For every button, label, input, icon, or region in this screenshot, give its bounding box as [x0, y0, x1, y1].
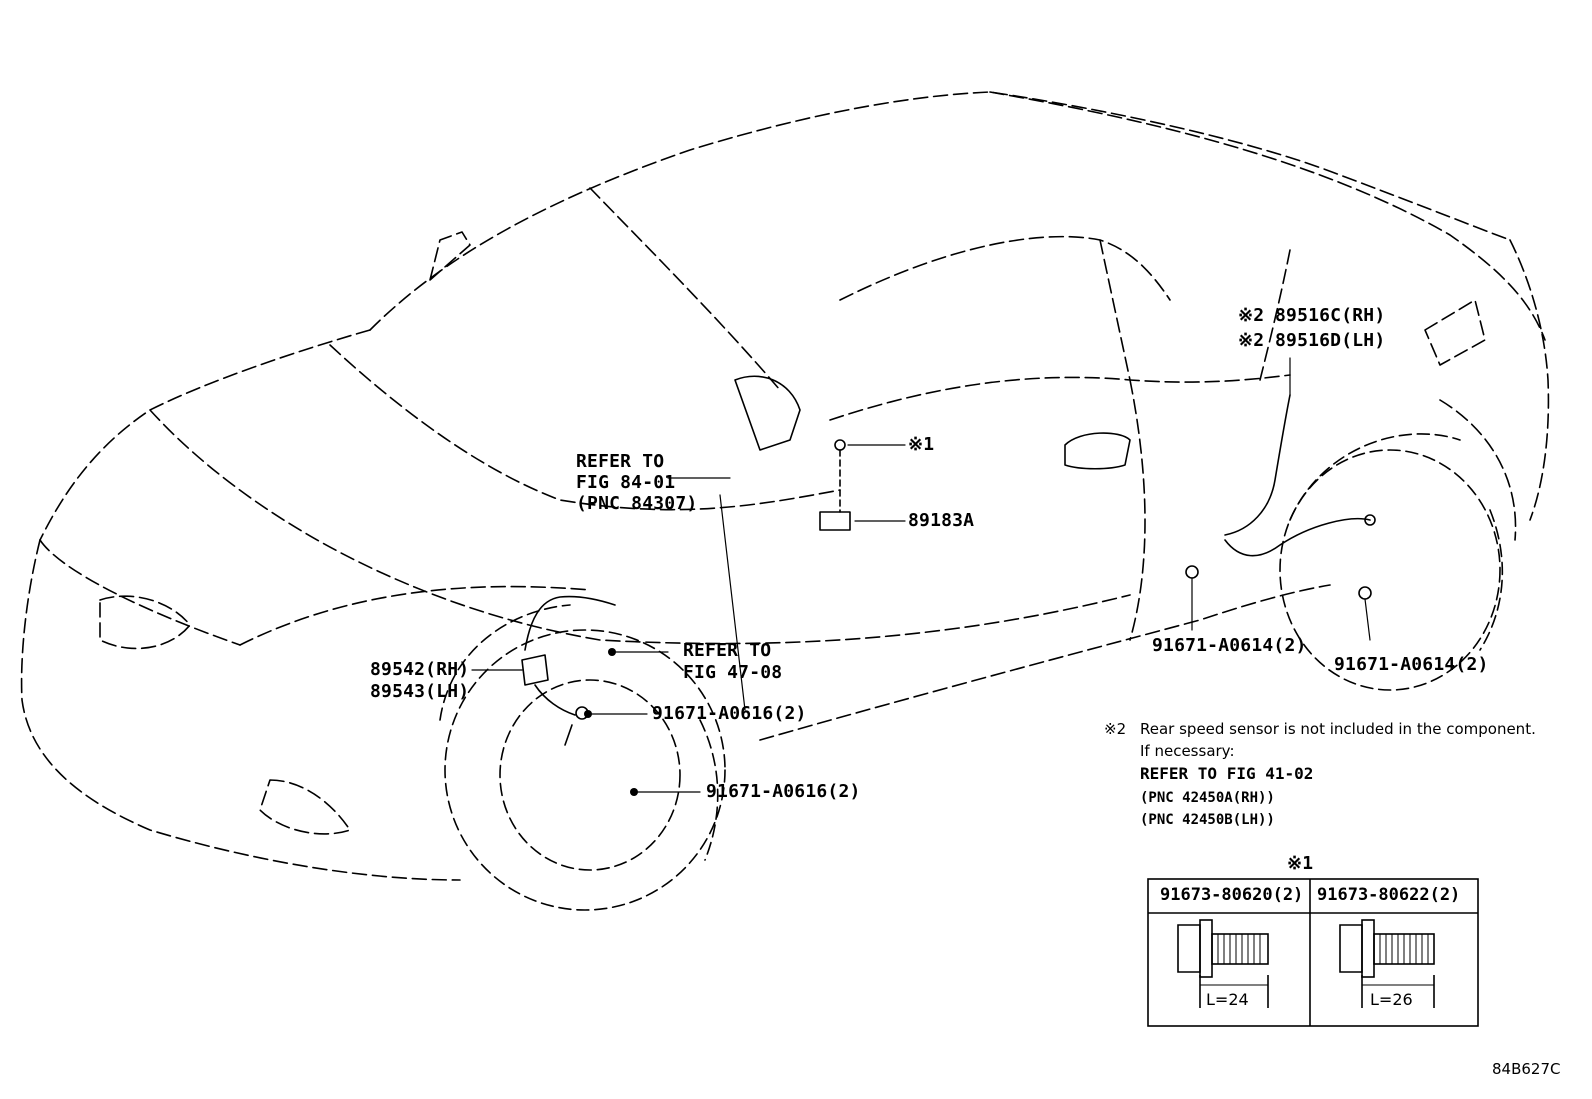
bolt-drawing-1: [1177, 919, 1269, 1008]
rear-sensor-harness: [1185, 394, 1376, 600]
note-line3: REFER TO FIG 41-02: [1140, 764, 1314, 783]
note-mark: ※2: [1104, 720, 1127, 738]
table-length-1: L=24: [1206, 990, 1249, 1009]
part-89183a: 89183A: [908, 510, 975, 531]
rear-wheel: [1279, 433, 1504, 691]
part-89516c: 89516C(RH): [1275, 305, 1386, 326]
bolt-a0616-lower: 91671-A0616(2): [706, 781, 861, 802]
leader-lines: [471, 357, 1371, 793]
front-wheel: [439, 604, 726, 911]
front-speed-sensor: [521, 595, 616, 746]
table-part-1: 91673-80620(2): [1160, 885, 1304, 905]
refer-fig84-line3: (PNC 84307): [576, 493, 698, 514]
bolts: [584, 648, 638, 796]
door-details: [734, 375, 1131, 470]
mark-2-callout-b: ※2: [1238, 330, 1265, 351]
ecu-bracket: [819, 439, 851, 531]
bolt-drawing-2: [1339, 919, 1435, 1008]
bolt-table: [1147, 878, 1479, 1027]
illustration-code: 84B627C: [1492, 1060, 1561, 1078]
note-line2: If necessary:: [1140, 742, 1235, 760]
part-89516d: 89516D(LH): [1275, 330, 1386, 351]
bolt-a0616-upper: 91671-A0616(2): [652, 703, 807, 724]
table-part-2: 91673-80622(2): [1317, 885, 1461, 905]
bolt-a0614-right: 91671-A0614(2): [1334, 654, 1489, 675]
mark-2-callout-a: ※2: [1238, 305, 1265, 326]
table-mark: ※1: [1287, 853, 1314, 874]
refer-fig84-line2: FIG 84-01: [576, 472, 676, 493]
note-line5: (PNC 42450B(LH)): [1140, 812, 1275, 828]
bolt-a0614-left: 91671-A0614(2): [1152, 635, 1307, 656]
mark-1-callout: ※1: [908, 434, 935, 455]
refer-fig47-line2: FIG 47-08: [683, 662, 783, 683]
refer-fig47-line1: REFER TO: [683, 640, 772, 661]
part-89542: 89542(RH): [370, 659, 470, 680]
table-length-2: L=26: [1370, 990, 1413, 1009]
car-body-outline: [20, 91, 1550, 881]
note-line1: Rear speed sensor is not included in the…: [1140, 720, 1536, 738]
part-89543: 89543(LH): [370, 681, 470, 702]
refer-fig84-line1: REFER TO: [576, 451, 665, 472]
note-line4: (PNC 42450A(RH)): [1140, 790, 1275, 806]
